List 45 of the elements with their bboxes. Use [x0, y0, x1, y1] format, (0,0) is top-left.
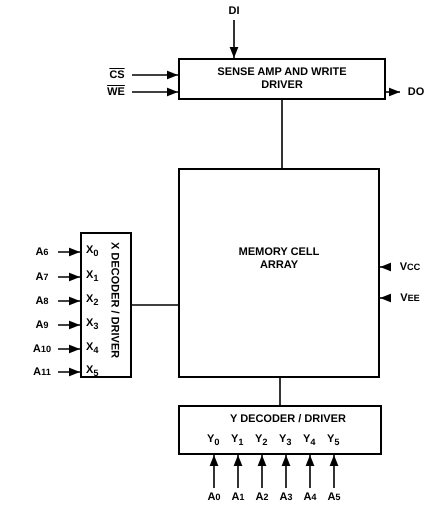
pin-label: X$_{1}$	[86, 269, 98, 284]
block-title: Y DECODER / DRIVER	[230, 413, 346, 426]
arrow	[58, 248, 80, 256]
arrow	[306, 455, 314, 488]
connector-line	[281, 100, 283, 168]
arrow	[210, 455, 218, 488]
pin-label: Y$_{2}$	[255, 433, 268, 448]
pin-label: Y$_{3}$	[279, 433, 292, 448]
connector-line	[132, 304, 178, 306]
arrow	[230, 20, 238, 58]
arrow	[58, 344, 80, 354]
pin-label: X$_{2}$	[86, 293, 98, 308]
pin-label: X$_{4}$	[86, 341, 98, 356]
block-title: X DECODER / DRIVER	[108, 242, 121, 358]
arrow	[386, 88, 400, 96]
pin-label: Y$_{1}$	[231, 433, 244, 448]
pin-label: X$_{3}$	[86, 317, 98, 332]
arrow	[380, 294, 392, 302]
pin-label: X$_{5}$	[86, 364, 98, 379]
pin-label: Y$_{4}$	[303, 433, 316, 448]
pin-label: X$_{0}$	[86, 244, 98, 259]
arrow	[282, 455, 290, 488]
signal-label: DO	[402, 83, 430, 101]
pin-label: Y$_{0}$	[207, 433, 220, 448]
arrow	[132, 70, 178, 80]
signal-label: CS	[104, 66, 130, 84]
sense-amp-block	[178, 58, 386, 100]
arrow	[380, 262, 392, 272]
arrow	[58, 320, 80, 330]
y-decoder-block	[178, 405, 382, 455]
arrow	[132, 88, 178, 96]
connector-line	[279, 378, 281, 405]
arrow	[330, 455, 338, 488]
pin-label: Y$_{5}$	[327, 433, 340, 448]
arrow	[58, 272, 80, 282]
memory-array-block	[178, 168, 380, 378]
signal-label: DI	[222, 2, 246, 20]
block-title: MEMORY CELL ARRAY	[238, 246, 320, 272]
x-decoder-block	[80, 232, 132, 378]
block-title: SENSE AMP AND WRITE DRIVER	[216, 66, 348, 92]
arrow	[58, 296, 80, 306]
arrow	[258, 455, 266, 488]
arrow	[234, 455, 242, 488]
arrow	[58, 368, 80, 376]
signal-label: WE	[102, 83, 130, 101]
